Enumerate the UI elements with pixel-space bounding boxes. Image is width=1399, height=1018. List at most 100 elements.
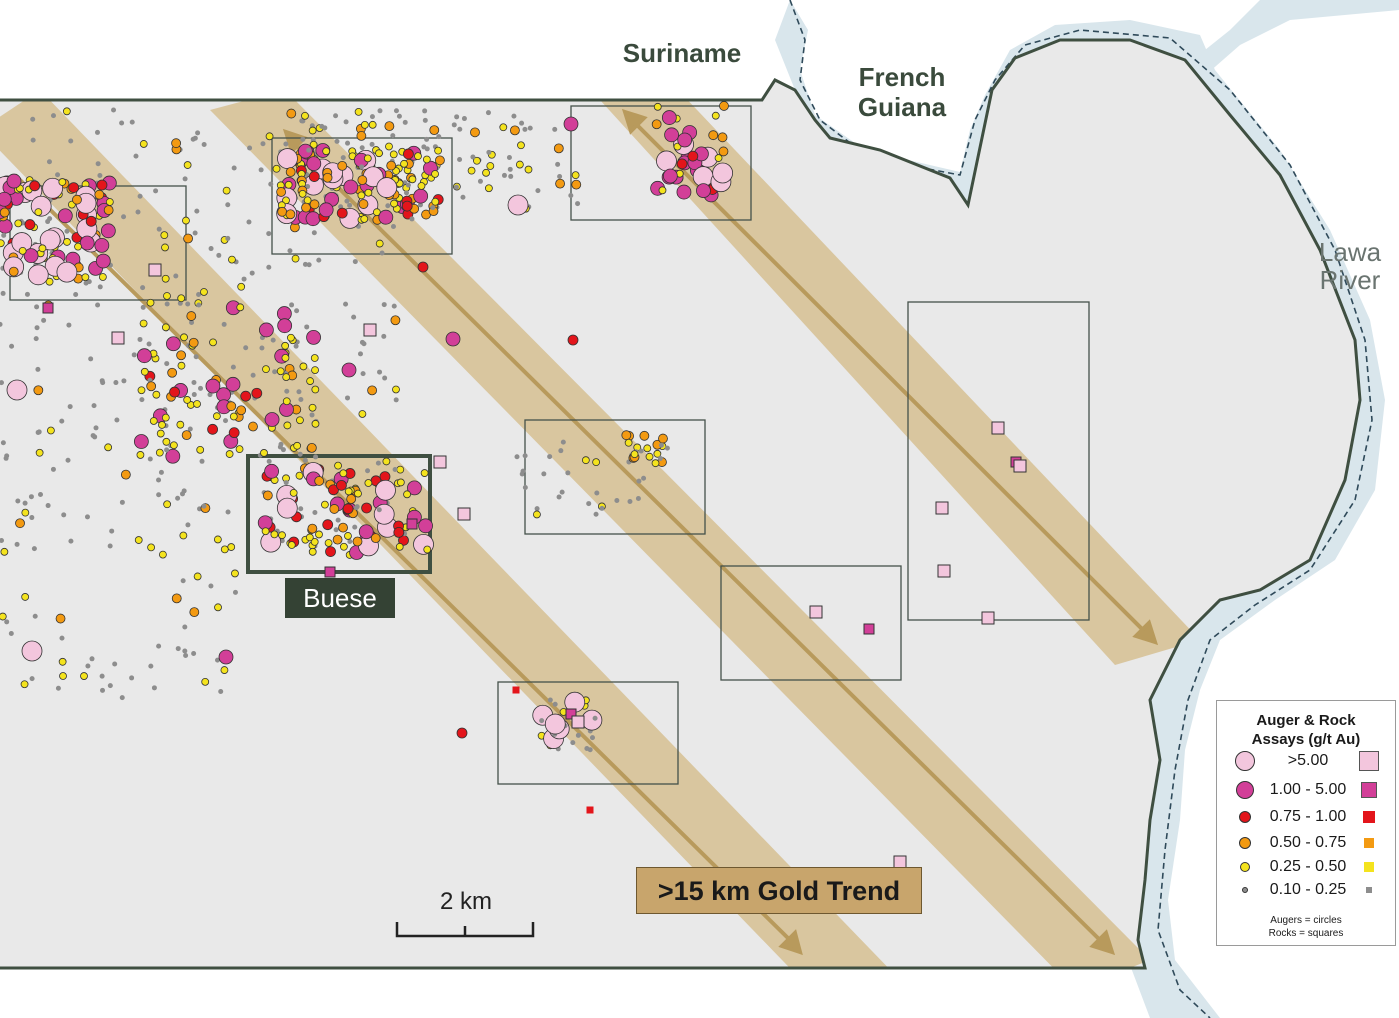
auger-sample [708,130,719,141]
auger-sample [113,380,119,386]
auger-sample [334,138,340,144]
auger-sample [34,208,43,217]
target-box-buese [246,454,432,574]
auger-sample [291,254,300,263]
auger-sample [111,107,117,113]
auger-sample [140,304,146,310]
legend-circle-icon [1236,781,1254,799]
rock-sample [935,501,949,515]
auger-sample [90,433,96,439]
auger-sample [696,183,711,199]
auger-sample [251,387,263,399]
auger-sample [293,343,299,349]
auger-sample [636,478,642,484]
auger-sample [360,215,369,223]
auger-sample [67,404,73,410]
auger-sample [164,447,170,453]
auger-sample [50,113,56,119]
auger-sample [55,172,61,178]
auger-sample [185,301,191,307]
auger-sample [614,497,620,503]
auger-sample [661,110,677,125]
auger-sample [23,248,39,264]
auger-sample [533,510,541,519]
auger-sample [336,207,348,219]
auger-sample [390,199,398,208]
auger-sample [15,518,25,529]
auger-sample [345,395,351,401]
trend-arrow-1 [13,173,797,947]
auger-sample [308,403,317,412]
auger-sample [220,545,229,554]
auger-sample [361,341,367,347]
auger-sample [260,141,266,147]
auger-sample [547,697,553,703]
auger-sample [282,373,291,381]
auger-sample [183,161,192,169]
auger-sample [65,457,71,463]
auger-sample [0,440,6,446]
auger-sample [164,301,170,307]
auger-sample [266,458,272,464]
auger-sample [376,507,382,513]
auger-sample [79,235,95,251]
auger-sample [373,503,395,525]
auger-sample [296,389,302,395]
trend-arrows [13,108,1159,956]
auger-sample [507,194,529,216]
auger-sample [156,226,162,232]
auger-sample [208,246,214,252]
legend-row: 0.25 - 0.50 [1217,855,1395,879]
auger-sample [385,203,391,209]
auger-sample [324,539,333,547]
auger-sample [21,593,30,601]
auger-sample [190,136,196,142]
auger-sample [29,676,35,682]
auger-sample [395,542,404,551]
auger-sample [486,149,492,155]
auger-sample [393,397,399,403]
auger-sample [519,471,525,477]
auger-sample [627,498,633,504]
auger-sample [329,504,340,514]
auger-sample [180,578,186,584]
auger-sample [581,709,603,731]
legend-note-rocks: Rocks = squares [1268,928,1344,939]
auger-sample [86,279,92,285]
auger-sample [358,524,374,540]
auger-sample [119,499,125,505]
legend-row: 0.50 - 0.75 [1217,831,1395,855]
auger-sample [30,137,36,143]
legend-row-label: >5.00 [1287,752,1329,769]
auger-sample [375,460,381,466]
auger-sample [357,175,368,186]
auger-sample [156,429,165,438]
auger-sample [94,129,100,135]
auger-sample [592,458,601,467]
auger-sample [139,397,145,403]
auger-sample [147,543,156,552]
legend-row-label: 0.25 - 0.50 [1269,858,1347,875]
auger-sample [264,463,280,479]
auger-sample [333,113,339,119]
auger-sample [306,147,312,153]
auger-sample [658,186,667,195]
auger-sample [183,233,193,244]
auger-sample [159,550,167,559]
auger-sample [35,366,41,372]
auger-sample [302,457,308,463]
target-box-se [720,565,902,681]
auger-sample [565,470,571,476]
auger-sample [221,321,227,327]
auger-sample [55,613,66,624]
trend-band-2 [210,90,1150,968]
rock-sample [991,421,1005,435]
legend-circle-icon [1242,887,1248,893]
auger-sample [277,148,298,169]
auger-sample [207,392,213,398]
auger-sample [308,171,320,182]
auger-sample [570,740,576,746]
auger-sample [624,438,633,447]
auger-sample [33,385,44,396]
auger-sample [719,101,729,111]
